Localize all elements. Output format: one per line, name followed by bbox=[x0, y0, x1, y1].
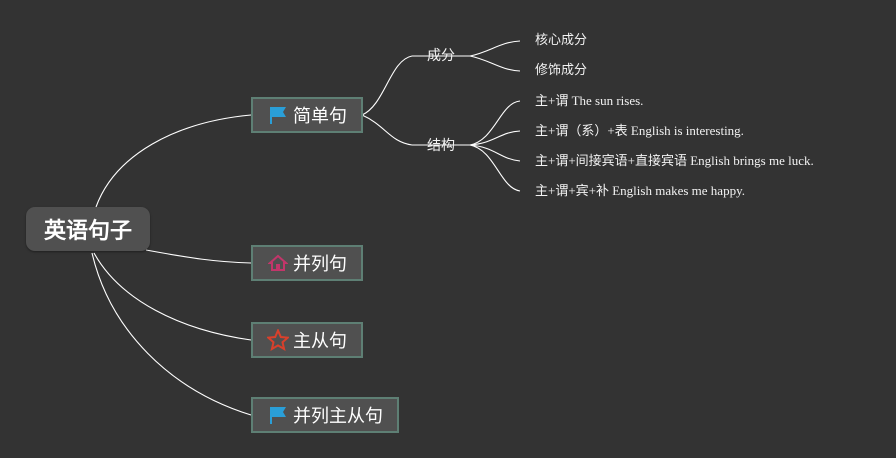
house-icon bbox=[267, 252, 289, 274]
topic-simple-sentence[interactable]: 简单句 bbox=[251, 97, 363, 133]
topic-complex-sentence[interactable]: 主从句 bbox=[251, 322, 363, 358]
blue-flag-icon bbox=[267, 404, 289, 426]
leaf-structure-linking[interactable]: 主+谓（系）+表 English is interesting. bbox=[535, 123, 744, 138]
topic-label: 简单句 bbox=[293, 106, 347, 127]
root-topic-label: 英语句子 bbox=[43, 219, 132, 244]
root-topic[interactable]: 英语句子 bbox=[26, 207, 150, 251]
leaf-modifier-components[interactable]: 修饰成分 bbox=[535, 63, 588, 78]
topic-compound-complex-sentence[interactable]: 并列主从句 bbox=[251, 397, 399, 433]
leaf-core-components[interactable]: 核心成分 bbox=[535, 33, 588, 48]
topic-compound-sentence[interactable]: 并列句 bbox=[251, 245, 363, 281]
leaf-structure-double-object[interactable]: 主+谓+间接宾语+直接宾语 English brings me luck. bbox=[535, 153, 814, 168]
topic-label: 并列句 bbox=[293, 254, 347, 275]
leaf-structure-complement[interactable]: 主+谓+宾+补 English makes me happy. bbox=[535, 183, 745, 198]
subtopic-structure[interactable]: 结构 bbox=[427, 138, 455, 154]
topic-label: 主从句 bbox=[293, 331, 347, 352]
subtopic-components[interactable]: 成分 bbox=[427, 48, 455, 64]
topic-label: 并列主从句 bbox=[293, 406, 383, 427]
star-icon bbox=[267, 329, 289, 351]
blue-flag-icon bbox=[267, 104, 289, 126]
leaf-structure-svo[interactable]: 主+谓 The sun rises. bbox=[535, 93, 644, 108]
